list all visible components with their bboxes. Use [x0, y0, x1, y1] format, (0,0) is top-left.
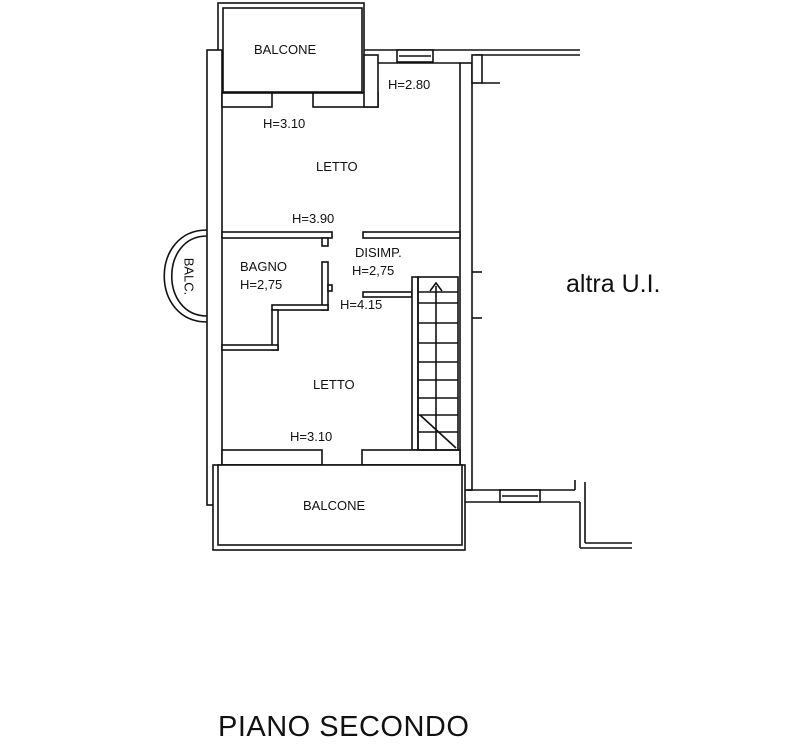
right-wall [459, 62, 473, 491]
floor-title: PIANO SECONDO [218, 711, 470, 743]
room-label-letto-top: LETTO [316, 159, 358, 174]
room-label-balc: BALC. [181, 257, 197, 296]
neighbor-unit-label: altra U.I. [566, 270, 661, 298]
room-label-balcone-top: BALCONE [254, 42, 317, 57]
staircase [417, 276, 459, 451]
height-label: H=2.80 [388, 77, 431, 92]
height-label: H=4.15 [340, 297, 383, 312]
left-wall [206, 49, 223, 506]
room-label-bagno: BAGNO [240, 259, 287, 274]
room-label-disimp: DISIMP. [355, 245, 402, 260]
room-label-letto-bottom: LETTO [313, 377, 355, 392]
height-label: H=3.90 [292, 211, 335, 226]
height-label: H=2,75 [352, 263, 395, 278]
height-label: H=3.10 [263, 116, 306, 131]
height-label: H=3.10 [290, 429, 333, 444]
height-label: H=2,75 [240, 277, 283, 292]
room-label-balcone-bottom: BALCONE [303, 498, 366, 513]
side-balcony [163, 229, 208, 323]
